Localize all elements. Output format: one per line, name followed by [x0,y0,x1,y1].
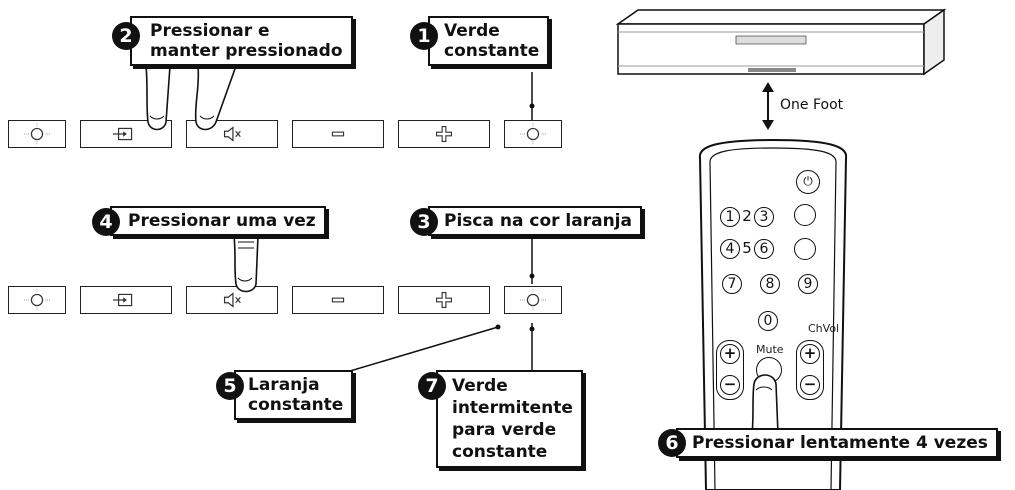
panel-led-button[interactable] [504,120,562,148]
pressing-finger-icon [233,236,259,293]
led-indicator-icon [24,122,50,146]
step-6-text: Pressionar lentamente 4 vezes [692,433,988,453]
pressing-fingers-icon [145,66,237,131]
input-icon [113,127,133,141]
volume-rocker-left[interactable]: + − [716,340,744,400]
step-1-text-line2: constante [444,41,540,61]
led-indicator-icon [520,122,546,146]
step-badge: 5 [216,372,244,400]
led-indicator-icon [24,288,50,312]
remote-blank-button[interactable] [794,238,816,260]
step-badge: 3 [410,208,438,236]
pressing-finger-icon [751,374,779,434]
remote-key-row-4: 0 [758,310,778,331]
remote-blank-button[interactable] [794,204,816,226]
panel-led-button[interactable] [504,286,562,314]
minus-icon[interactable]: − [720,375,740,395]
step-7-text-line1: Verde [452,376,508,396]
step-7-text-line3: para verde [452,420,557,440]
panel-led-button[interactable] [8,286,66,314]
plus-icon[interactable]: + [720,344,740,364]
remote-key-1[interactable]: 1 [720,207,740,227]
step-badge: 1 [410,22,438,50]
step-7-text-line2: intermitente [452,398,573,418]
plus-icon[interactable]: + [800,344,820,364]
step-7-text-line4: constante [452,442,548,462]
step-badge: 2 [112,22,140,50]
panel-mute-button[interactable] [186,286,278,314]
minus-icon [331,131,345,137]
step-2-text-line1: Pressionar e [150,21,270,41]
remote-key-4[interactable]: 4 [720,239,740,259]
remote-key-8[interactable]: 8 [760,274,780,294]
minus-icon [331,297,345,303]
remote-key-0[interactable]: 0 [758,311,778,331]
remote-key-2[interactable]: 2 [742,207,752,225]
step-4-callout: 4 Pressionar uma vez [92,206,326,236]
step-badge: 4 [92,208,120,236]
panel-input-button[interactable] [80,120,172,148]
soundbar-device-icon [615,8,947,76]
leader-line-step5 [339,326,499,375]
plus-icon [436,126,452,142]
step-2-callout: 2 Pressionar e manter pressionado [112,16,353,66]
power-icon: ⏻ [803,174,813,188]
mute-icon [223,292,241,308]
power-button[interactable]: ⏻ [796,170,820,194]
remote-key-3[interactable]: 3 [754,207,774,227]
step-6-callout: 6 Pressionar lentamente 4 vezes [658,428,998,458]
mute-icon [223,126,241,142]
minus-icon[interactable]: − [800,375,820,395]
step-4-text: Pressionar uma vez [128,211,316,231]
remote-key-5[interactable]: 5 [742,239,752,257]
step-1-text-line1: Verde [444,21,500,41]
chvol-label: ChVol [808,322,840,335]
panel-volume-down-button[interactable] [292,120,384,148]
input-icon [113,293,133,307]
panel-led-button[interactable] [8,120,66,148]
step-badge: 7 [418,372,446,400]
step-5-text-line2: constante [248,395,344,415]
channel-rocker-right[interactable]: + − [796,340,824,400]
mute-label: Mute [756,343,784,356]
led-indicator-icon [520,288,546,312]
distance-label: One Foot [780,97,844,113]
panel-volume-up-button[interactable] [398,120,490,148]
step-badge: 6 [658,429,686,457]
step-5-callout: 5 Laranja constante [216,370,354,420]
panel-volume-up-button[interactable] [398,286,490,314]
plus-icon [436,292,452,308]
remote-key-6[interactable]: 6 [754,239,774,259]
remote-key-7[interactable]: 7 [722,274,742,294]
distance-arrow-icon [762,82,774,130]
step-7-callout: 7 Verde intermitente para verde constant… [418,370,583,468]
panel-input-button[interactable] [80,286,172,314]
remote-key-9[interactable]: 9 [798,274,818,294]
step-3-text: Pisca na cor laranja [444,211,632,231]
step-1-callout: 1 Verde constante [410,16,550,66]
step-3-callout: 3 Pisca na cor laranja [410,206,642,236]
step-2-text-line2: manter pressionado [150,41,343,61]
step-5-text-line1: Laranja [248,375,320,395]
panel-volume-down-button[interactable] [292,286,384,314]
